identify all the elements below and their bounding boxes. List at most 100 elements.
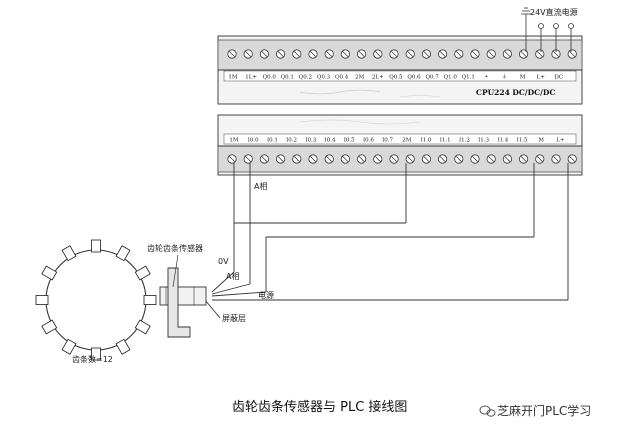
bottom-terminal-label: I1.3 [478,138,489,144]
gear-rim [45,249,147,351]
bottom-terminal-label: I0.6 [363,138,374,144]
bottom-screw-slot [391,156,397,162]
wechat-icon [479,405,496,417]
bottom-screw-slot [374,156,381,162]
top-terminal-label: DC [554,75,563,81]
a-phase-label: A相 [254,181,267,191]
top-terminal-label: ⏚ [502,74,508,81]
bottom-screw-slot [342,156,349,162]
top-terminal-label: 1L+ [245,75,257,81]
bottom-terminal-label: I1.4 [497,138,508,144]
power-supply-wires [521,7,572,52]
top-screw-slot [520,51,527,57]
top-screw-slot [261,51,268,57]
power-terminal-3 [568,23,574,29]
bottom-screw-slot [293,156,300,162]
power-terminal-2 [553,23,559,29]
gear-tooth [134,319,151,335]
top-screw-slot [277,51,284,57]
ov-label: 0V [218,257,229,266]
gear-tooth [143,295,157,305]
bottom-terminal-label: I1.2 [459,138,470,144]
top-terminal-label: M [520,75,526,81]
bottom-terminal-label: I0.3 [305,138,316,144]
gear-wheel [35,239,157,361]
bottom-screw-slot [407,156,414,162]
bottom-screw-slot [245,156,252,162]
top-terminal-label: Q0.0 [263,75,277,81]
bottom-screw-slot [277,156,284,162]
bottom-screw-slot [536,156,543,162]
bottom-screw-slot [358,156,365,162]
gear-tooth [134,265,151,281]
top-screw-slot [488,51,495,57]
gear-tooth [41,265,58,281]
top-terminal-label: Q0.7 [425,75,439,81]
top-screw-slot [472,51,478,57]
bottom-terminal-label: 2M [402,138,411,144]
bottom-terminal-label: M [538,138,544,144]
bottom-screw-slot [569,156,576,162]
signal-wires [204,163,569,319]
power-wire-label: 电源 [258,290,274,300]
bottom-terminal-label: I1.1 [440,138,451,144]
bottom-screw-slot [439,156,446,162]
bottom-screw-slot [472,156,478,162]
teeth-count-label: 齿条数=12 [72,354,113,364]
bottom-terminal-label: I0.0 [248,138,259,144]
gear-tooth [35,295,49,305]
top-terminal-label: Q1.0 [444,75,458,81]
power-terminal-1 [538,23,544,29]
top-terminal-label: 2L+ [372,75,384,81]
bottom-terminal-label: I0.5 [344,138,355,144]
top-screw-slot [245,51,252,57]
top-screw-slot [391,51,397,57]
top-terminal-label: Q0.2 [299,75,312,81]
bottom-screw-slot [423,156,430,162]
shield-label: 屏蔽层 [222,313,246,323]
bottom-screw-slot [520,156,527,162]
gear-tooth [61,245,77,262]
bottom-terminal-label: I1.0 [421,138,432,144]
top-screw-slot [569,51,576,57]
bottom-terminal-label: I0.2 [286,138,297,144]
top-screw-slot [358,51,365,57]
top-screw-slot [439,51,446,57]
top-screw-slot [342,51,349,57]
gear-tooth [91,239,101,253]
top-screw-slot [326,51,333,57]
top-terminal-label: Q0.6 [407,75,421,81]
top-terminal-label: 2M [355,75,364,81]
bottom-screw-slot [553,156,559,162]
bottom-screw-slot [455,156,462,162]
bottom-terminal-label: 1M [229,138,238,144]
top-terminal-label: L+ [537,75,546,81]
gear-tooth [115,338,131,355]
diagram-caption: 齿轮齿条传感器与 PLC 接线图 [232,399,407,415]
bottom-terminal-label: I0.7 [382,138,393,144]
gear-rack-sensor [159,254,207,338]
top-terminal-label: Q0.5 [389,75,403,81]
top-terminal-label: Q0.3 [317,75,331,81]
gear-tooth [41,319,58,335]
top-screw-slot [310,51,316,57]
bottom-terminal-label: I0.4 [325,138,336,144]
gear-tooth [91,347,101,361]
top-screw-slot [423,51,430,57]
bottom-terminal-label: I1.5 [517,138,528,144]
bottom-screw-slot [488,156,495,162]
top-terminal-label: • [485,75,488,81]
top-screw-slot [536,51,543,57]
bottom-terminal-label: L+ [556,138,565,144]
top-terminal-label: Q0.1 [281,75,294,81]
top-screw-slot [407,51,414,57]
top-screw-slot [374,51,381,57]
bottom-screw-slot [326,156,333,162]
watermark: 芝麻开门PLC学习 [497,403,591,418]
power-label: 24V直流电源 [530,7,578,17]
top-screw-slot [455,51,462,57]
top-terminal-label: Q0.4 [335,75,349,81]
